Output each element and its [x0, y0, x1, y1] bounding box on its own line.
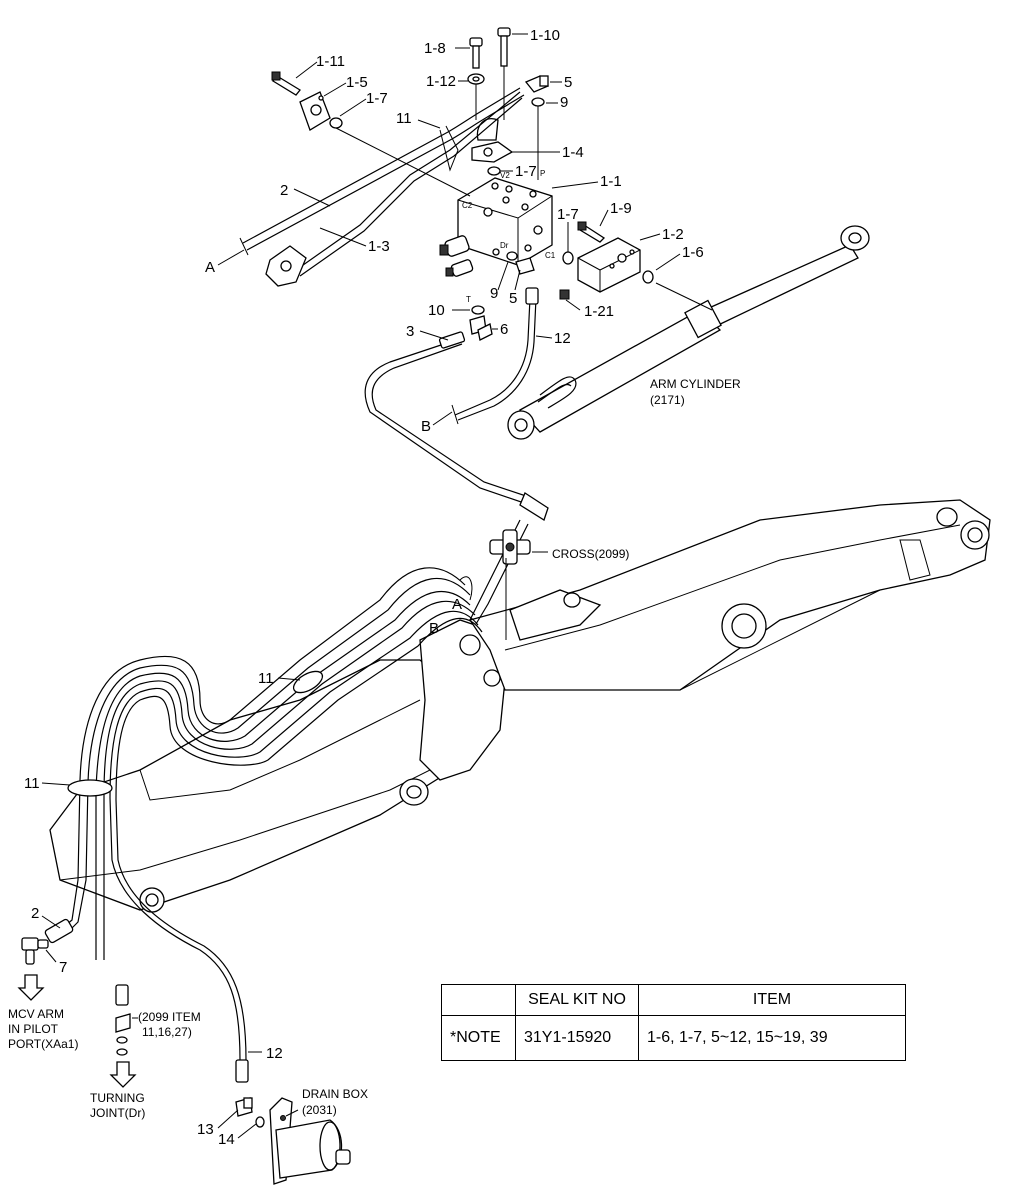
port-mark-c1: C1 [545, 251, 556, 260]
port-mark-p: P [540, 169, 545, 178]
callout-10: 10 [428, 302, 445, 319]
callout-1-12: 1-12 [426, 73, 456, 90]
callout-5-a: 5 [564, 74, 572, 91]
callout-11-b: 11 [258, 670, 274, 687]
callout-12-a: 12 [554, 330, 571, 347]
callout-1-6: 1-6 [682, 244, 704, 261]
drain-box-label-1: DRAIN BOX [302, 1087, 368, 1101]
callout-5-b: 5 [509, 290, 517, 307]
flange-1-5 [271, 71, 471, 197]
callout-6: 6 [500, 321, 508, 338]
arm-cylinder-number: (2171) [650, 393, 685, 407]
callout-7: 7 [59, 959, 67, 976]
mcv-label-3: PORT(XAa1) [8, 1037, 78, 1051]
callout-1-11: 1-11 [316, 53, 345, 70]
callout-11-a: 11 [396, 110, 412, 127]
callout-b-2: B [429, 620, 439, 637]
seal-table-header-blank [441, 984, 516, 1016]
callout-1-9: 1-9 [610, 200, 632, 217]
callout-1-1: 1-1 [600, 173, 622, 190]
seal-table-header-item: ITEM [638, 984, 906, 1016]
callout-1-5: 1-5 [346, 74, 368, 91]
leader-lines [41, 33, 681, 1139]
turning-joint-label-2: JOINT(Dr) [90, 1106, 145, 1120]
callout-9-b: 9 [490, 285, 498, 302]
callout-1-7-a: 1-7 [366, 90, 388, 107]
descriptive-labels: ARM CYLINDER (2171) CROSS(2099) MCV ARM … [8, 377, 741, 1120]
flange-1-2 [559, 221, 654, 300]
callout-1-2: 1-2 [662, 226, 684, 243]
seal-table-items: 1-6, 1-7, 5~12, 15~19, 39 [638, 1015, 906, 1061]
down-arrow-icon-2 [109, 1061, 137, 1088]
callouts: 1-11 1-5 1-7 1-8 1-10 1-12 5 9 11 1-4 1-… [24, 27, 704, 1148]
callout-b-1: B [421, 418, 431, 435]
callout-1-21: 1-21 [584, 303, 614, 320]
seal-kit-table: SEAL KIT NO ITEM *NOTE 31Y1-15920 1-6, 1… [441, 984, 906, 1061]
callout-1-3: 1-3 [368, 238, 390, 255]
port-mark-dr: Dr [500, 241, 509, 250]
fitting-5-top [524, 75, 550, 180]
arm-cylinder [507, 225, 870, 440]
flange-1-4 [467, 27, 514, 176]
port-mark-c2: C2 [462, 201, 473, 210]
safety-valve-block: V2 P C2 C1 Dr T [439, 169, 556, 304]
drain-box-label-2: (2031) [302, 1103, 337, 1117]
seal-table-note: *NOTE [441, 1015, 516, 1061]
item-label-1: (2099 ITEM [138, 1010, 201, 1024]
callout-9-a: 9 [560, 94, 568, 111]
callout-12-b: 12 [266, 1045, 283, 1062]
callout-13: 13 [197, 1121, 214, 1138]
mcv-label-2: IN PILOT [8, 1022, 59, 1036]
callout-1-7-c: 1-7 [557, 206, 579, 223]
callout-1-7-b: 1-7 [515, 163, 537, 180]
callout-a-2: A [452, 596, 462, 613]
callout-1-10: 1-10 [530, 27, 560, 44]
drain-box [235, 1097, 351, 1185]
mcv-label-1: MCV ARM [8, 1007, 64, 1021]
boom-structure [49, 499, 991, 913]
seal-table-header-kit: SEAL KIT NO [515, 984, 639, 1016]
port-mark-v2: V2 [500, 171, 510, 180]
callout-14: 14 [218, 1131, 235, 1148]
seal-table-header-row: SEAL KIT NO ITEM [441, 984, 906, 1016]
turning-joint-label-1: TURNING [90, 1091, 145, 1105]
arm-cylinder-label: ARM CYLINDER [650, 377, 741, 391]
pipes [44, 87, 549, 1083]
callout-1-8: 1-8 [424, 40, 446, 57]
callout-11-c: 11 [24, 775, 40, 792]
callout-2-a: 2 [280, 182, 288, 199]
callout-2-b: 2 [31, 905, 39, 922]
cross-label: CROSS(2099) [552, 547, 629, 561]
callout-a-1: A [205, 259, 215, 276]
valve-fittings [469, 251, 535, 341]
callout-1-4: 1-4 [562, 144, 584, 161]
item-label-2: 11,16,27) [142, 1025, 192, 1039]
fitting-7 [21, 937, 49, 965]
seal-table-row: *NOTE 31Y1-15920 1-6, 1-7, 5~12, 15~19, … [441, 1015, 906, 1061]
flow-arrows [17, 974, 137, 1088]
clamps [67, 125, 459, 797]
port-mark-t: T [466, 295, 471, 304]
down-arrow-icon [17, 974, 45, 1001]
seal-table-kit-no: 31Y1-15920 [515, 1015, 639, 1061]
callout-3: 3 [406, 323, 414, 340]
